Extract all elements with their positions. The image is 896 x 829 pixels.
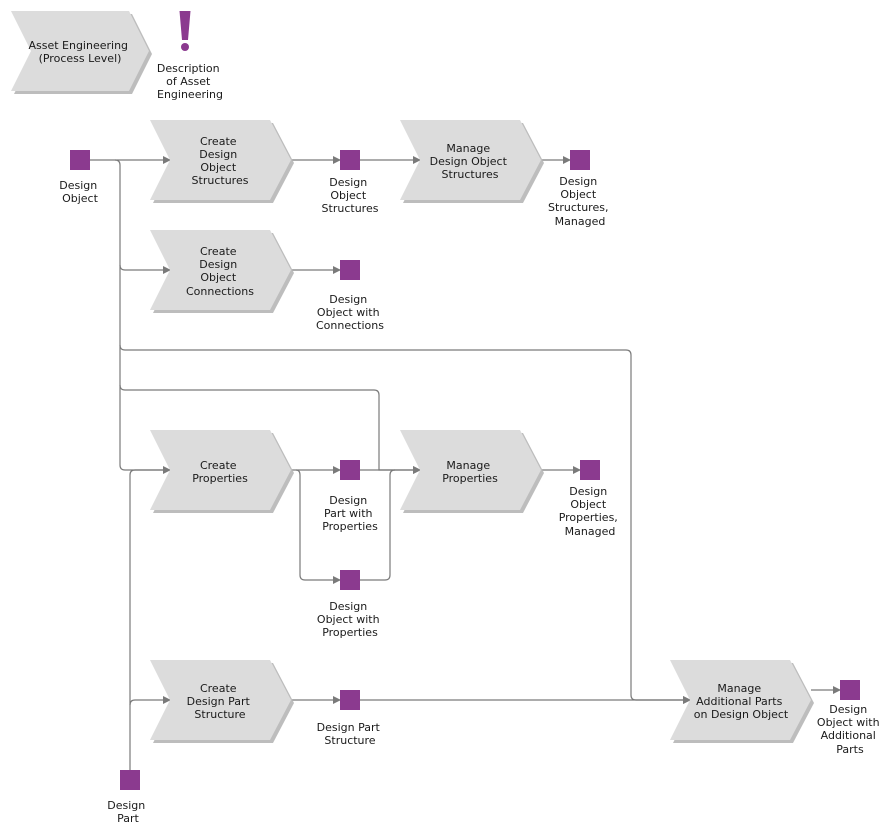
event-design-object-with-additional-parts[interactable]: Design Object with Additional Parts [817,680,883,756]
event-design-object-structures[interactable]: Design Object Structures [322,150,379,215]
connector-design-object-to-create-connections [119,264,171,274]
function-manage-design-object-structures[interactable]: Manage Design Object Structures [400,120,544,203]
svg-text:Design Object with: Design Object with Additional Parts [817,703,883,756]
connector-object-properties-to-manage [360,469,396,581]
connector-design-object-to-manage-properties [119,384,421,474]
function-create-design-part-structure[interactable]: Create Design Part Structure [150,660,294,743]
function-create-design-object-connections[interactable]: Create Design Object Connections [150,230,294,313]
info-description-label: Description of Asset Engineering [157,62,223,101]
svg-text:Design Object with: Design Object with Properties [317,600,383,639]
event-design-object-with-connections[interactable]: Design Object with Connections [316,260,384,332]
function-manage-additional-parts[interactable]: Manage Additional Parts on Design Object [670,660,814,743]
process-interface-asset-engineering[interactable]: Asset Engineering (Process Level) [11,11,152,94]
svg-text:Design Object: Design Object [59,179,100,205]
svg-text:Design Part with P: Design Part with Properties [322,494,378,533]
svg-text:Create Design Obje: Create Design Object Connections [186,245,254,298]
process-interface-label-line-2: (Process Level) [39,52,122,65]
exclamation-icon[interactable] [179,11,191,51]
svg-text:Design Object with: Design Object with Connections [316,293,384,332]
svg-text:Design Object Prop: Design Object Properties, Managed [559,485,622,538]
svg-text:Manage Additional Parts: Manage Additional Parts on Design Object [694,682,789,721]
function-create-properties[interactable]: Create Properties [150,430,294,513]
connector-design-object-to-create-properties [114,159,171,474]
svg-text:Design Object Stru: Design Object Structures [322,176,379,215]
function-manage-properties[interactable]: Manage Properties [400,430,544,513]
event-design-part[interactable]: Design Part [107,770,148,825]
connector-design-object-to-manage-additional-parts [119,344,691,704]
svg-text:Create Design Part: Create Design Part Structure [187,682,254,721]
event-design-object[interactable]: Design Object [59,150,100,205]
svg-text:Design Part Structure: Design Part Structure [317,721,384,747]
svg-text:Design Object Stru: Design Object Structures, Managed [548,175,612,228]
svg-text:Manage Properties: Manage Properties [442,459,498,485]
svg-text:Design Part: Design Part [107,799,148,825]
connector-create-properties-to-object-event [295,469,341,584]
connector-design-part-to-create-part-structure [129,696,171,706]
svg-text:Asset Engineering (Proce: Asset Engineering (Process Level) [28,39,131,65]
connector-design-part-to-create-properties [129,469,170,770]
svg-text:Create Properties: Create Properties [192,459,248,485]
connectors [90,156,841,770]
svg-text:Manage Design Object: Manage Design Object Structures [430,142,511,181]
event-design-part-structure[interactable]: Design Part Structure [317,690,384,747]
event-design-object-structures-managed[interactable]: Design Object Structures, Managed [548,150,612,228]
process-interface-label-line-1: Asset Engineering [28,39,128,52]
svg-text:Create Design Obje: Create Design Object Structures [192,135,249,187]
event-design-object-properties-managed[interactable]: Design Object Properties, Managed [559,460,622,538]
event-design-object-with-properties[interactable]: Design Object with Properties [317,570,383,639]
event-design-part-with-properties[interactable]: Design Part with Properties [322,460,378,533]
function-create-design-object-structures[interactable]: Create Design Object Structures [150,120,294,203]
